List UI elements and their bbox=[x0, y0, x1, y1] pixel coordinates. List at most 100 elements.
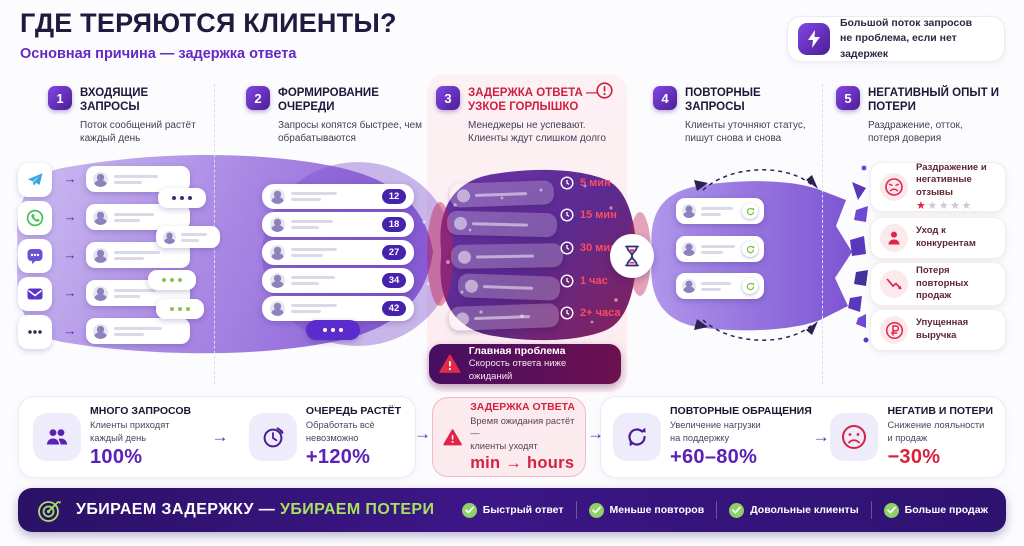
avatar bbox=[270, 217, 285, 232]
step-desc: Менеджеры не успевают. Клиенты ждут слиш… bbox=[468, 119, 606, 144]
wait-time-row: 30 мин bbox=[560, 241, 617, 255]
queue-count-badge: 27 bbox=[382, 245, 406, 260]
queue-count-badge: 34 bbox=[382, 273, 406, 288]
wait-time-row: 1 час bbox=[560, 274, 608, 288]
arrow-icon: → bbox=[63, 209, 77, 224]
outcome-card: Уход к конкурентам bbox=[870, 217, 1006, 259]
avatar bbox=[682, 242, 696, 256]
stat-title: ПОВТОРНЫЕ ОБРАЩЕНИЯ bbox=[670, 405, 812, 418]
ruble-icon bbox=[880, 316, 908, 344]
problem-title: Главная проблема bbox=[468, 344, 566, 357]
callout-line2: не проблема, если нет задержек bbox=[840, 32, 957, 60]
check-icon bbox=[588, 502, 604, 518]
wait-time-label: 30 мин bbox=[580, 242, 617, 254]
stat-value: 100% bbox=[90, 445, 143, 468]
outcome-card: Раздражение и негативные отзывы ★★★★★ bbox=[870, 162, 1006, 212]
step-number-badge: 1 bbox=[48, 86, 72, 110]
clock-icon bbox=[560, 306, 574, 320]
clock-icon bbox=[560, 274, 574, 288]
benefit-item: Быстрый ответ bbox=[461, 502, 564, 518]
step-title: ВХОДЯЩИЕ ЗАПРОСЫ bbox=[80, 87, 149, 114]
step-title: ФОРМИРОВАНИЕ ОЧЕРЕДИ bbox=[278, 87, 379, 114]
stat-title: МНОГО ЗАПРОСОВ bbox=[90, 405, 192, 418]
email-icon bbox=[18, 277, 52, 311]
outcome-label: Потеря повторных продаж bbox=[916, 265, 969, 302]
refresh-icon bbox=[742, 278, 758, 294]
queue-more-pill bbox=[306, 320, 360, 340]
stat-desc: Время ожидания растёт —клиенты уходят bbox=[470, 416, 575, 451]
step-number-badge: 4 bbox=[653, 86, 677, 110]
bottleneck-blob bbox=[440, 169, 637, 341]
banner-title-white: УБИРАЕМ ЗАДЕРЖКУ — bbox=[76, 501, 276, 518]
top-callout-card: Большой поток запросов не проблема, если… bbox=[787, 16, 1005, 62]
outcome-card: Упущенная выручка bbox=[870, 309, 1006, 351]
avatar bbox=[270, 245, 285, 260]
lightning-icon bbox=[798, 23, 830, 55]
alert-circle-icon bbox=[596, 82, 613, 104]
warning-triangle-icon bbox=[439, 354, 461, 373]
sad-face-icon bbox=[830, 413, 879, 461]
avatar bbox=[93, 171, 108, 187]
typing-bubble bbox=[158, 188, 206, 208]
queue-card: 34 bbox=[262, 268, 414, 293]
arrow-icon: → bbox=[63, 247, 77, 262]
hourglass-icon bbox=[610, 234, 654, 278]
page-title: ГДЕ ТЕРЯЮТСЯ КЛИЕНТЫ? bbox=[20, 8, 397, 38]
stat-title: НЕГАТИВ И ПОТЕРИ bbox=[887, 405, 993, 418]
step-3: 3 ЗАДЕРЖКА ОТВЕТА — УЗКОЕ ГОРЛЫШКО Менед… bbox=[436, 86, 618, 145]
clock-icon bbox=[560, 241, 574, 255]
avatar bbox=[270, 189, 285, 204]
solution-banner: УБИРАЕМ ЗАДЕРЖКУ — УБИРАЕМ ПОТЕРИ Быстры… bbox=[18, 488, 1006, 532]
page-subtitle: Основная причина — задержка ответа bbox=[20, 46, 297, 62]
warning-triangle-icon bbox=[443, 428, 462, 445]
step-desc: Клиенты уточняют статус, пишут снова и с… bbox=[685, 119, 806, 144]
problem-subtitle: Скорость ответа ниже ожиданий bbox=[468, 358, 567, 382]
benefit-item: Довольные клиенты bbox=[729, 502, 859, 518]
queue-count-badge: 18 bbox=[382, 217, 406, 232]
avatar bbox=[682, 204, 696, 218]
angry-face-icon bbox=[880, 173, 908, 201]
clock-icon bbox=[560, 176, 574, 190]
telegram-icon bbox=[18, 163, 52, 197]
step-5: 5 НЕГАТИВНЫЙ ОПЫТ И ПОТЕРИ Раздражение, … bbox=[836, 86, 1000, 145]
stat-title: ОЧЕРЕДЬ РАСТЁТ bbox=[305, 405, 401, 418]
avatar bbox=[682, 279, 696, 293]
arrow-icon: → bbox=[63, 323, 77, 338]
avatar bbox=[270, 301, 285, 316]
clock-grow-icon bbox=[248, 413, 297, 461]
stuck-message-card bbox=[448, 303, 560, 331]
queue-card: 12 bbox=[262, 184, 414, 209]
stuck-message-card bbox=[449, 180, 555, 208]
queue-card: 42 bbox=[262, 296, 414, 321]
repeat-icon bbox=[613, 413, 661, 461]
arrow-icon: → bbox=[63, 285, 77, 300]
wait-time-row: 2+ часа bbox=[560, 306, 620, 320]
step-title: НЕГАТИВНЫЙ ОПЫТ И ПОТЕРИ bbox=[868, 87, 1000, 114]
outcome-label: Раздражение и негативные отзывы bbox=[916, 161, 987, 198]
chat-bubble-icon bbox=[18, 239, 52, 273]
avatar bbox=[93, 285, 108, 301]
person-icon bbox=[880, 224, 908, 252]
avatar bbox=[93, 247, 108, 263]
wait-time-row: 5 мин bbox=[560, 176, 611, 190]
column-divider bbox=[822, 84, 823, 384]
divider bbox=[870, 501, 872, 519]
check-icon bbox=[729, 502, 745, 518]
queue-card: 18 bbox=[262, 212, 414, 237]
outcome-label: Упущенная выручка bbox=[916, 317, 969, 341]
repeat-request-card bbox=[676, 198, 764, 224]
stuck-message-card bbox=[450, 243, 564, 269]
step-number-badge: 3 bbox=[436, 86, 460, 110]
queue-count-badge: 42 bbox=[382, 301, 406, 316]
stat-value: −30% bbox=[887, 445, 941, 468]
problem-banner: Главная проблема Скорость ответа ниже ож… bbox=[429, 344, 621, 384]
chat-message-card bbox=[156, 226, 220, 248]
arrow-icon: → bbox=[414, 424, 431, 443]
arrow-icon: → bbox=[812, 427, 830, 446]
divider bbox=[575, 501, 577, 519]
